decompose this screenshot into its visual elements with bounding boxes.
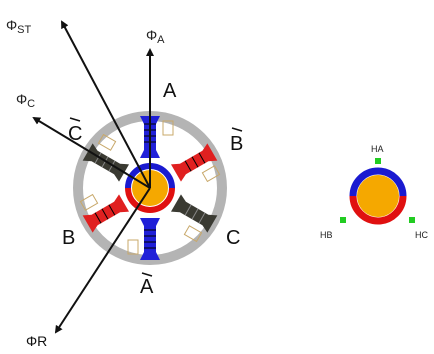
phi-r-vector: [54, 187, 151, 334]
coil-c-lower-right: [170, 194, 218, 243]
phi-r-label: ΦR: [26, 333, 47, 349]
coil-a-label: A: [163, 80, 177, 102]
coil-a-bottom: [127, 218, 160, 260]
coil-b-bar-accent: [231, 127, 243, 132]
coil-b-upper-right: [170, 143, 221, 183]
coil-c-bar-accent: [69, 117, 81, 122]
phi-a-label: ΦA: [146, 27, 165, 46]
phi-c-label: ΦC: [16, 91, 35, 110]
hall-sensor-c: [409, 217, 415, 223]
hall-sensor-b: [340, 217, 346, 223]
hall-sensor-a-label: HA: [371, 144, 384, 154]
hall-sensor-c-label: HC: [415, 230, 428, 240]
hall-sensor-diagram: HA HB HC: [320, 144, 428, 240]
hall-magnet-south: [349, 195, 407, 225]
rotor-magnet-south: [125, 187, 175, 213]
hall-sensor-a: [375, 158, 381, 164]
coil-b-label: B: [62, 227, 75, 249]
hall-rotor: [357, 175, 399, 217]
coil-a-bar-accent: [141, 272, 153, 277]
hall-magnet-north: [349, 167, 407, 197]
coil-a-bar-label: A: [140, 276, 154, 298]
coil-b-lower-left: [79, 193, 130, 233]
coil-c-bar-label: C: [68, 123, 82, 145]
coil-c-label: C: [226, 227, 240, 249]
phi-st-label: ΦST: [6, 17, 32, 36]
phi-st-vector: [61, 20, 151, 189]
phi-c-vector: [32, 116, 151, 189]
coil-b-bar-label: B: [230, 133, 243, 155]
hall-sensor-b-label: HB: [320, 230, 333, 240]
